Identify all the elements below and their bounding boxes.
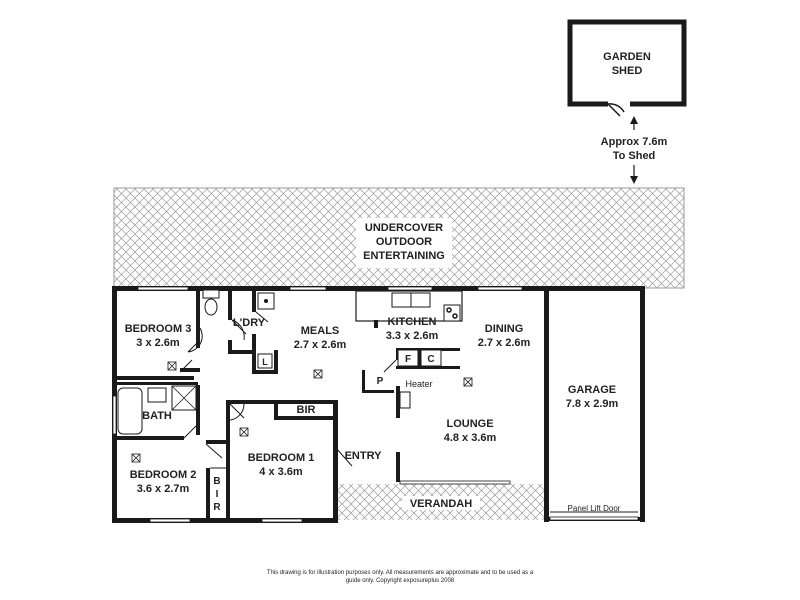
meals-size: 2.7 x 2.6m bbox=[294, 339, 347, 351]
arrow-up-icon bbox=[630, 116, 638, 124]
cupboard-label: C bbox=[427, 354, 434, 365]
arrow-down-icon bbox=[630, 176, 638, 184]
bedroom1-name: BEDROOM 1 bbox=[248, 452, 315, 464]
light-fittings bbox=[131, 361, 473, 463]
disclaimer-line-2: guide only. Copyright exposureplus 2008 bbox=[346, 578, 455, 584]
distance-label-1: Approx 7.6m bbox=[601, 136, 668, 148]
toilet-icon bbox=[204, 298, 218, 316]
doors bbox=[179, 311, 397, 467]
bedroom1-size: 4 x 3.6m bbox=[259, 466, 303, 478]
bir2-b: B bbox=[213, 476, 220, 487]
distance-label-2: To Shed bbox=[613, 150, 656, 162]
bir-name: BIR bbox=[297, 404, 316, 416]
bedroom2-size: 3.6 x 2.7m bbox=[137, 483, 190, 495]
linen-label: L bbox=[262, 357, 268, 367]
panel-door-label: Panel Lift Door bbox=[568, 504, 621, 513]
garden-shed: GARDEN SHED bbox=[567, 19, 687, 117]
fridge-label: F bbox=[405, 354, 411, 365]
kitchen-name: KITCHEN bbox=[388, 316, 437, 328]
undercover-label-3: ENTERTAINING bbox=[363, 250, 445, 262]
bedroom2-name: BEDROOM 2 bbox=[130, 469, 197, 481]
bedroom3-size: 3 x 2.6m bbox=[136, 337, 180, 349]
lounge-size: 4.8 x 3.6m bbox=[444, 432, 497, 444]
dining-size: 2.7 x 2.6m bbox=[478, 337, 531, 349]
bath-name: BATH bbox=[142, 410, 172, 422]
pantry-label: P bbox=[377, 376, 384, 387]
kitchen-size: 3.3 x 2.6m bbox=[386, 330, 439, 342]
laundry-name: L'DRY bbox=[233, 317, 266, 329]
cooktop-icon bbox=[443, 304, 461, 322]
kitchen-storage: F C P Heater L bbox=[257, 349, 442, 389]
shed-label-2: SHED bbox=[612, 65, 643, 77]
dining-name: DINING bbox=[485, 323, 524, 335]
garage-name: GARAGE bbox=[568, 384, 616, 396]
bir2-i: I bbox=[216, 489, 219, 500]
verandah-label: VERANDAH bbox=[410, 498, 472, 510]
undercover-label-2: OUTDOOR bbox=[376, 236, 432, 248]
disclaimer-line-1: This drawing is for illustration purpose… bbox=[267, 570, 534, 576]
heater-label: Heater bbox=[405, 379, 432, 389]
undercover-area: UNDERCOVER OUTDOOR ENTERTAINING bbox=[113, 187, 685, 289]
undercover-label-1: UNDERCOVER bbox=[365, 222, 443, 234]
bedroom3-name: BEDROOM 3 bbox=[125, 323, 192, 335]
heater-icon bbox=[399, 391, 411, 409]
fixtures bbox=[117, 289, 638, 513]
garage-size: 7.8 x 2.9m bbox=[566, 398, 619, 410]
bir2-r: R bbox=[213, 502, 221, 513]
entry-name: ENTRY bbox=[345, 450, 383, 462]
windows bbox=[112, 286, 639, 523]
vanity-icon bbox=[147, 387, 167, 403]
bathtub-icon bbox=[117, 387, 143, 435]
shed-distance: Approx 7.6m To Shed bbox=[601, 116, 668, 184]
shed-label-1: GARDEN bbox=[603, 51, 651, 63]
lounge-name: LOUNGE bbox=[446, 418, 493, 430]
meals-name: MEALS bbox=[301, 325, 340, 337]
room-labels: BEDROOM 3 3 x 2.6m L'DRY MEALS 2.7 x 2.6… bbox=[125, 316, 619, 513]
